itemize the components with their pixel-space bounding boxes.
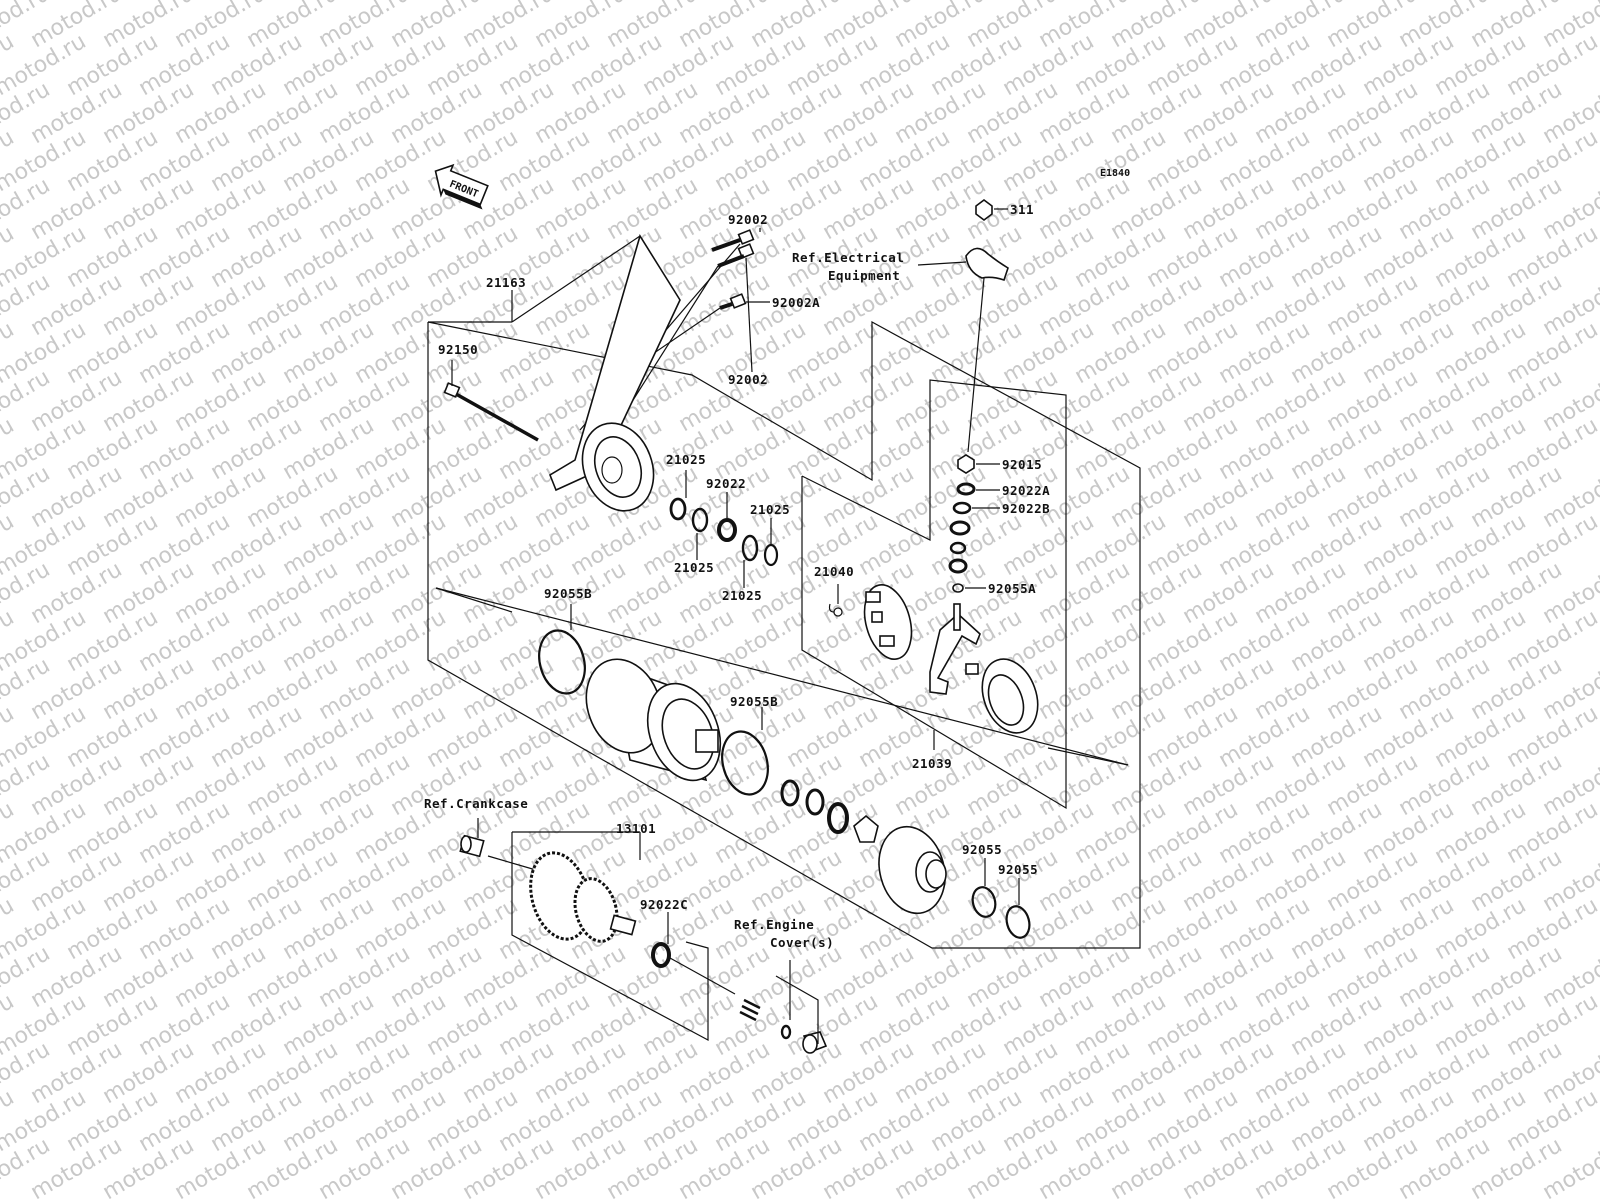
label-engine-covers: Cover(s)	[770, 935, 834, 950]
label-13101: 13101	[616, 821, 656, 836]
label-ref-crankcase: Ref.Crankcase	[424, 796, 528, 811]
washer-21025-d	[763, 518, 779, 567]
label-92055B-left: 92055B	[544, 586, 592, 601]
label-21025-d: 21025	[750, 502, 790, 517]
front-cover	[878, 825, 947, 915]
nut-92015	[957, 454, 1000, 474]
label-92015: 92015	[1002, 457, 1042, 472]
inner-assembly-outline	[801, 379, 1067, 810]
washer-21025-c	[741, 534, 759, 588]
axis-line	[435, 587, 1129, 766]
label-92002A: 92002A	[772, 295, 820, 310]
brush-holder-21039	[929, 603, 1039, 750]
front-arrow-icon: FRONT	[434, 163, 489, 210]
nut-311	[975, 199, 1008, 221]
label-92150: 92150	[438, 342, 478, 357]
bolt-92002-bottom	[627, 243, 755, 409]
label-21040: 21040	[814, 564, 854, 579]
washer-92022A	[956, 482, 1000, 496]
washer-92022	[717, 492, 737, 542]
o-ring-92055-b	[1005, 878, 1031, 939]
washer-21025-b	[691, 507, 709, 560]
label-92022B: 92022B	[1002, 501, 1050, 516]
label-92055B-right: 92055B	[730, 694, 778, 709]
crankcase-bushing	[459, 818, 537, 871]
label-ref-electrical: Ref.Electrical	[792, 250, 904, 265]
o-ring-92055-a	[971, 858, 997, 918]
through-bolt-92150	[443, 360, 539, 442]
end-cover-21163	[511, 234, 681, 512]
o-ring-92055B-right	[721, 707, 769, 796]
label-92055-a: 92055	[962, 842, 1002, 857]
label-21163: 21163	[486, 275, 526, 290]
assembly-outline	[427, 290, 1141, 949]
terminal-cap	[917, 247, 1009, 453]
starter-gear-13101	[511, 831, 709, 1042]
label-92055-b: 92055	[998, 862, 1038, 877]
washer-92022B	[952, 501, 1000, 515]
label-92022C: 92022C	[640, 897, 688, 912]
washer-92022C	[651, 912, 736, 995]
washer-21025-a	[669, 470, 687, 521]
label-21025-b: 21025	[674, 560, 714, 575]
o-ring-92055A	[952, 583, 986, 593]
o-ring-92055B-left	[538, 604, 586, 695]
label-92022A: 92022A	[1002, 483, 1050, 498]
diagram-code: E1840	[1100, 168, 1130, 179]
label-21025-a: 21025	[666, 452, 706, 467]
spring-and-cap	[739, 960, 828, 1054]
label-electrical-equipment: Equipment	[828, 268, 900, 283]
insulator-washers	[948, 520, 971, 574]
brush-plate-21040	[828, 584, 913, 660]
motor-yoke	[585, 658, 722, 782]
label-21025-c: 21025	[722, 588, 762, 603]
shim-washers	[780, 779, 879, 843]
label-311: 311	[1010, 202, 1034, 217]
label-21039: 21039	[912, 756, 952, 771]
label-ref-engine: Ref.Engine	[734, 917, 814, 932]
label-92022: 92022	[706, 476, 746, 491]
label-92002-bottom: 92002	[728, 372, 768, 387]
label-92002-top: 92002	[728, 212, 768, 227]
label-92055A: 92055A	[988, 581, 1036, 596]
